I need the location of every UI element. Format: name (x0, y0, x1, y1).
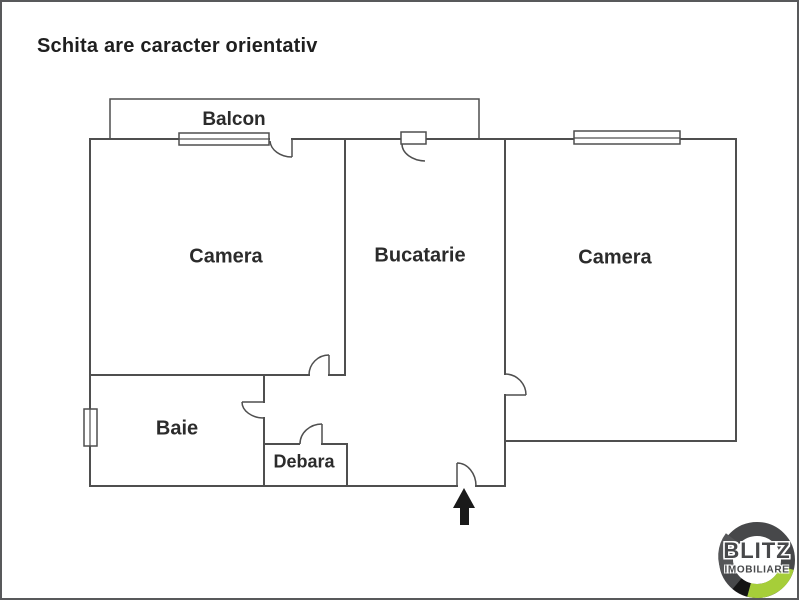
room-label-bucatarie: Bucatarie (374, 244, 466, 267)
logo-subtitle-text: IMOBILIARE (724, 564, 790, 576)
window-camera-left (178, 132, 270, 146)
door-debara (299, 423, 323, 445)
room-label-camera-right: Camera (578, 246, 652, 269)
entrance-arrow-icon (453, 488, 475, 525)
page-title: Schita are caracter orientativ (37, 35, 318, 57)
room-label-camera-left: Camera (189, 245, 263, 268)
balcony-outline (109, 98, 480, 139)
doors (241, 131, 527, 487)
door-balcon (269, 139, 293, 158)
door-baie (241, 401, 265, 419)
windows (83, 130, 681, 447)
blitz-logo: BLITZ IMOBILIARE (715, 520, 797, 598)
window-camera-right (573, 130, 681, 145)
room-label-baie: Baie (155, 417, 199, 440)
logo-brand-text: BLITZ (723, 538, 791, 563)
logo-ring-icon (718, 522, 795, 598)
room-label-debara: Debara (273, 451, 335, 472)
door-entrance (456, 462, 477, 487)
door-camera-right (504, 373, 527, 396)
room-label-balcon: Balcon (202, 109, 266, 130)
room-balcon (110, 99, 479, 139)
window-baie (83, 408, 98, 447)
door-camera-left (308, 354, 330, 376)
room-camera-right (505, 139, 736, 441)
walls (89, 138, 737, 487)
door-bucatarie-balcon (400, 131, 427, 162)
